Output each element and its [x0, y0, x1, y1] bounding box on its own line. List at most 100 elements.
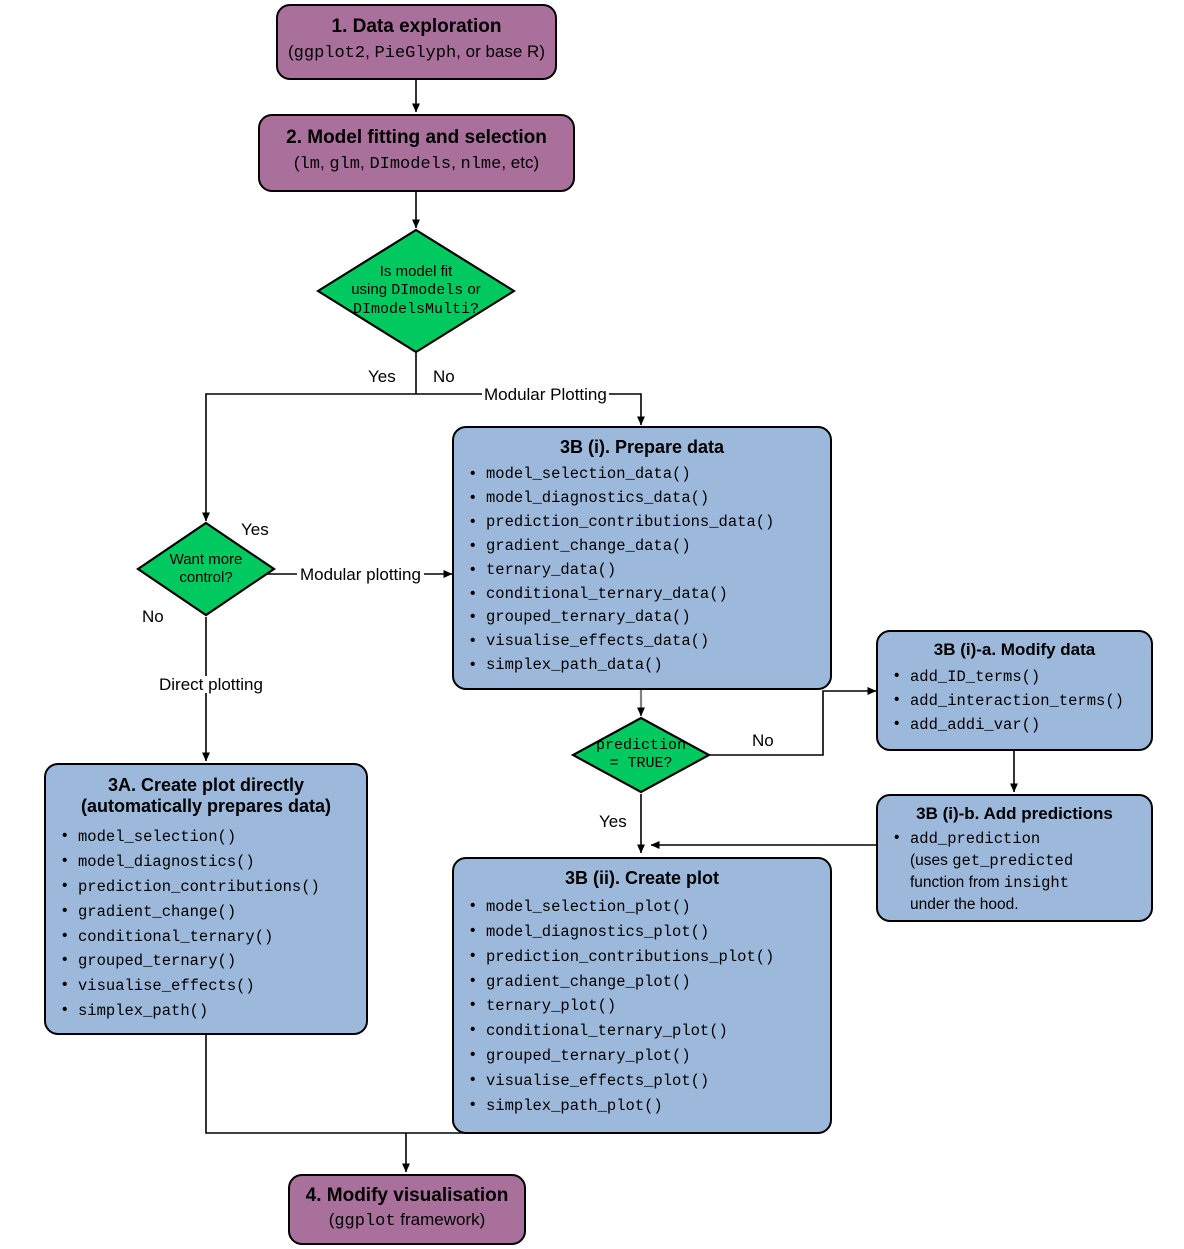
step2-sub-tail: , etc)	[501, 153, 540, 173]
list-item: visualise_effects_plot()	[466, 1068, 818, 1094]
decision1-line3: DImodelsMulti?	[352, 300, 480, 318]
step3a-function-list: model_selection() model_diagnostics() pr…	[58, 824, 354, 1024]
list-item: ternary_data()	[466, 558, 818, 583]
decision2-line1: Want more	[169, 550, 243, 568]
step4-subtitle: (ggplot framework)	[298, 1210, 516, 1232]
list-item: simplex_path()	[58, 998, 354, 1024]
decision-prediction-is-true[interactable]: prediction = TRUE?	[571, 716, 711, 794]
step3bib-function-list: add_prediction (uses get_predicted funct…	[890, 827, 1139, 916]
decision1-line2-pre: using	[351, 281, 392, 299]
list-item: model_diagnostics_plot()	[466, 919, 818, 945]
list-item: add_ID_terms()	[890, 664, 1139, 689]
list-item: prediction_contributions_plot()	[466, 944, 818, 970]
edge-decision3-no	[709, 687, 877, 756]
decision-is-model-fit-using-dimodels[interactable]: Is model fit using DImodels or DImodelsM…	[316, 228, 516, 354]
node-3b-i-b-add-predictions[interactable]: 3B (i)-b. Add predictions add_prediction…	[876, 794, 1153, 922]
step2-sub-open: (	[293, 153, 300, 173]
list-item: ternary_plot()	[466, 993, 818, 1019]
edge-label-decision2-yes: Yes	[241, 520, 269, 539]
list-item: add_addi_var()	[890, 712, 1139, 737]
node-step-2-model-fitting[interactable]: 2. Model fitting and selection (lm, glm,…	[258, 114, 575, 192]
list-item: prediction_contributions_data()	[466, 510, 818, 535]
list-item: model_selection_plot()	[466, 894, 818, 920]
step1-pkg-pieglyph: PieGlyph	[374, 44, 457, 64]
edge-label-decision2-modular-plotting: Modular plotting	[297, 566, 424, 583]
node-3b-i-prepare-data[interactable]: 3B (i). Prepare data model_selection_dat…	[452, 426, 832, 690]
decision3-label: prediction = TRUE?	[571, 716, 711, 794]
edge-decision1-yes	[202, 393, 416, 522]
edge-label-decision1-yes: Yes	[368, 367, 396, 386]
step3a-title: 3A. Create plot directly (automatically …	[58, 775, 354, 817]
step2-pkg-dimodels: DImodels	[369, 155, 452, 175]
list-item: conditional_ternary_plot()	[466, 1018, 818, 1044]
step3bib-fn-add-prediction: add_prediction	[910, 830, 1041, 849]
step4-sub-open: (	[328, 1210, 335, 1230]
decision2-label: Want more control?	[136, 521, 276, 617]
node-3b-ii-create-plot[interactable]: 3B (ii). Create plot model_selection_plo…	[452, 857, 832, 1134]
step3bib-pkg-insight: insight	[1003, 874, 1070, 893]
edge-3a-to-step4	[205, 1035, 406, 1134]
step2-sep-1: ,	[319, 153, 330, 173]
step3bib-tail: under the hood.	[910, 896, 1019, 914]
step3bi-function-list: model_selection_data() model_diagnostics…	[466, 462, 818, 678]
step4-pkg-ggplot: ggplot	[334, 1212, 396, 1232]
decision3-line2: = TRUE?	[609, 755, 673, 772]
list-item: model_diagnostics()	[58, 849, 354, 875]
step3a-title-line1: 3A. Create plot directly	[107, 775, 305, 795]
list-item: grouped_ternary()	[58, 948, 354, 974]
list-item: visualise_effects_data()	[466, 629, 818, 654]
step3bia-function-list: add_ID_terms() add_interaction_terms() a…	[890, 664, 1139, 737]
decision3-line1: prediction	[595, 736, 686, 754]
list-item: gradient_change()	[58, 899, 354, 925]
list-item: simplex_path_data()	[466, 653, 818, 678]
step1-pkg-ggplot2: ggplot2	[293, 44, 366, 64]
step3bia-title: 3B (i)-a. Modify data	[933, 640, 1096, 659]
step2-fn-lm: lm	[299, 155, 320, 175]
step3bib-uses-pre: (uses	[910, 852, 953, 870]
step2-sep-2: ,	[360, 153, 370, 173]
node-3b-i-a-modify-data[interactable]: 3B (i)-a. Modify data add_ID_terms() add…	[876, 630, 1153, 751]
step3bi-title: 3B (i). Prepare data	[559, 437, 725, 457]
step2-fn-glm: glm	[329, 155, 360, 175]
step2-title: 2. Model fitting and selection	[286, 127, 547, 148]
decision1-shape	[316, 228, 516, 354]
edge-label-decision2-no: No	[142, 607, 164, 626]
step1-title: 1. Data exploration	[331, 16, 502, 37]
step1-sub-tail: , or base R)	[456, 42, 545, 62]
node-3a-create-plot-directly[interactable]: 3A. Create plot directly (automatically …	[44, 763, 368, 1035]
decision1-pkg-dimodels: DImodels	[391, 282, 464, 300]
list-item: grouped_ternary_data()	[466, 605, 818, 630]
edge-label-decision3-no: No	[752, 731, 774, 750]
edge-label-modular-plotting-top: Modular Plotting	[482, 385, 609, 404]
list-item: simplex_path_plot()	[466, 1093, 818, 1119]
edge-label-decision1-no: No	[433, 367, 455, 386]
list-item: model_selection_data()	[466, 462, 818, 487]
step2-sep-3: ,	[451, 153, 461, 173]
list-item: visualise_effects()	[58, 973, 354, 999]
step1-subtitle: (ggplot2, PieGlyph, or base R)	[286, 42, 547, 64]
node-step-4-modify-visualisation[interactable]: 4. Modify visualisation (ggplot framewor…	[288, 1174, 526, 1245]
decision-want-more-control[interactable]: Want more control?	[136, 521, 276, 617]
decision3-shape	[571, 716, 711, 794]
decision1-label: Is model fit using DImodels or DImodelsM…	[316, 228, 516, 354]
list-item: add_prediction (uses get_predicted funct…	[890, 827, 1139, 916]
decision2-shape	[136, 521, 276, 617]
node-step-1-data-exploration[interactable]: 1. Data exploration (ggplot2, PieGlyph, …	[276, 4, 557, 80]
step2-subtitle: (lm, glm, DImodels, nlme, etc)	[268, 153, 565, 175]
edge-label-decision3-yes: Yes	[599, 812, 627, 831]
step3bib-from-pre: function from	[910, 874, 1004, 892]
list-item: gradient_change_plot()	[466, 969, 818, 995]
list-item: model_diagnostics_data()	[466, 486, 818, 511]
list-item: add_interaction_terms()	[890, 688, 1139, 713]
list-item: conditional_ternary()	[58, 924, 354, 950]
step1-sub-open: (	[288, 42, 294, 62]
step3bib-fn-get-predicted: get_predicted	[952, 852, 1074, 871]
edge-label-direct-plotting: Direct plotting	[156, 676, 266, 693]
step4-sub-tail: framework)	[395, 1210, 486, 1230]
list-item: grouped_ternary_plot()	[466, 1043, 818, 1069]
step4-title: 4. Modify visualisation	[305, 1185, 509, 1206]
list-item: gradient_change_data()	[466, 534, 818, 559]
decision1-line1: Is model fit	[379, 263, 453, 281]
step3a-title-line2: (automatically prepares data)	[80, 796, 332, 817]
